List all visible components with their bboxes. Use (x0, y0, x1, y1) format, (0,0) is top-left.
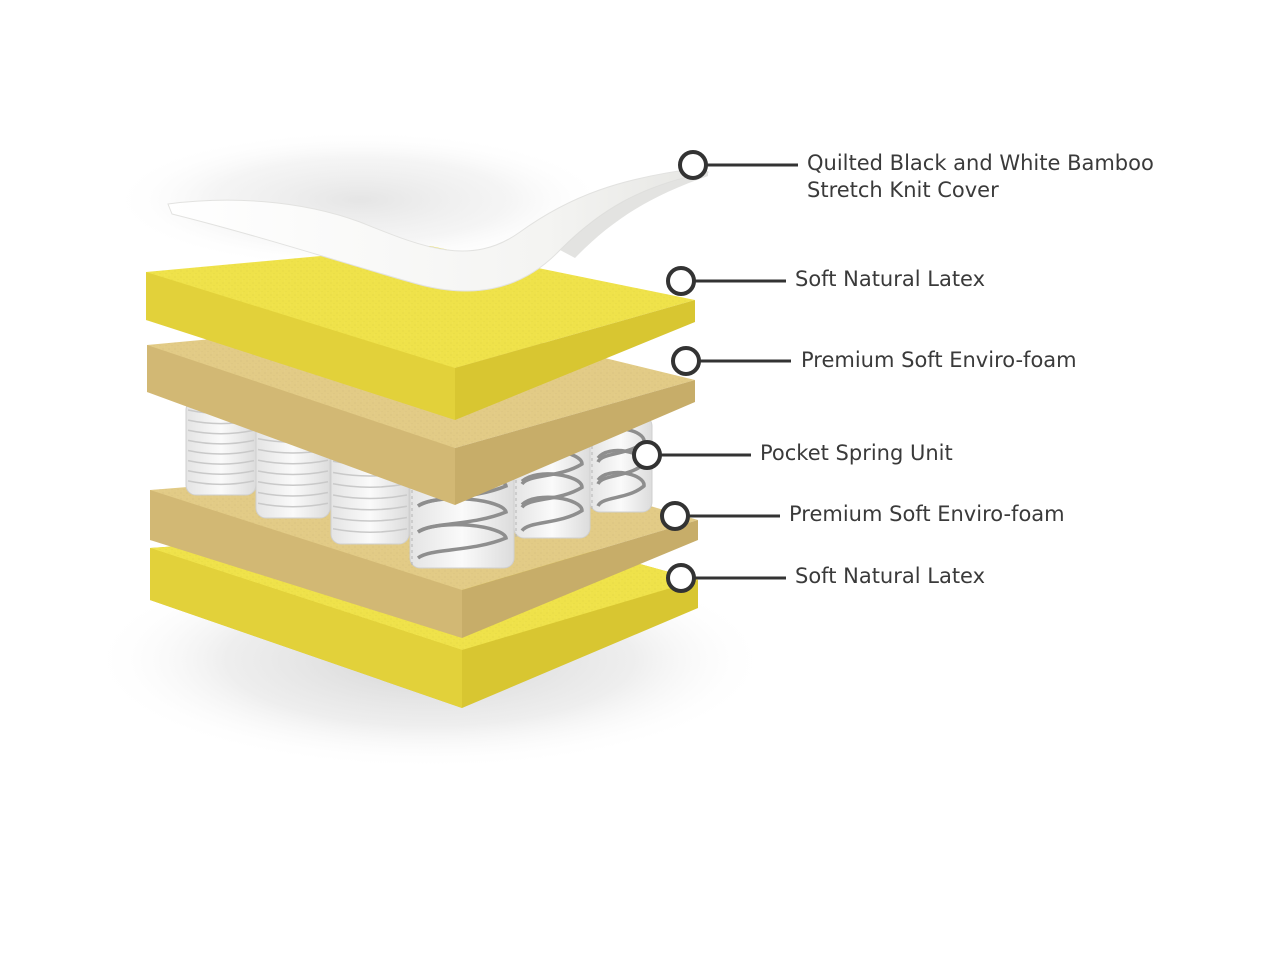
callout-label-springs: Pocket Spring Unit (760, 440, 953, 467)
callout-label-line: Stretch Knit Cover (807, 177, 1154, 204)
callout-marker (668, 565, 694, 591)
callout-label-line: Soft Natural Latex (795, 563, 985, 590)
callout-marker (680, 152, 706, 178)
callout-label-foam-bottom: Premium Soft Enviro-foam (789, 501, 1065, 528)
callout-label-line: Premium Soft Enviro-foam (789, 501, 1065, 528)
callout-marker (668, 268, 694, 294)
callout-label-line: Quilted Black and White Bamboo (807, 150, 1154, 177)
callout-label-line: Premium Soft Enviro-foam (801, 347, 1077, 374)
callout-marker (634, 442, 660, 468)
callout-marker (673, 348, 699, 374)
callout-label-latex-top: Soft Natural Latex (795, 266, 985, 293)
callout-label-line: Soft Natural Latex (795, 266, 985, 293)
callout-marker (662, 503, 688, 529)
callout-label-latex-bottom: Soft Natural Latex (795, 563, 985, 590)
callout-label-foam-top: Premium Soft Enviro-foam (801, 347, 1077, 374)
callout-label-line: Pocket Spring Unit (760, 440, 953, 467)
